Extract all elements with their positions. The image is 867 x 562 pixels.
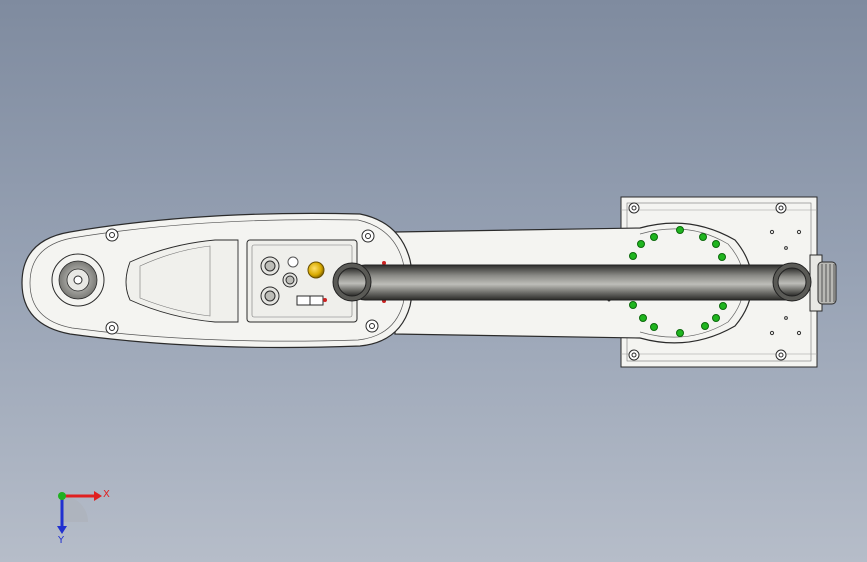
base-connector[interactable]: [809, 254, 837, 312]
origin-icon: [58, 492, 66, 500]
axis-triad: X Y: [57, 489, 110, 544]
x-axis-label: X: [103, 489, 110, 500]
mounting-hole-icon: [628, 349, 640, 361]
mounting-hole-icon: [775, 349, 787, 361]
yellow-knob-icon[interactable]: [307, 261, 325, 279]
mounting-hole-icon: [775, 202, 787, 214]
x-axis-arrow-icon: [62, 491, 102, 501]
screw-icon: [361, 229, 375, 243]
port-connector-icon[interactable]: [260, 286, 280, 306]
y-axis-label: Y: [57, 535, 65, 544]
screw-icon: [105, 228, 119, 242]
switch-icon[interactable]: [296, 295, 324, 306]
port-connector-icon[interactable]: [260, 256, 280, 276]
screw-icon: [365, 319, 379, 333]
mounting-hole-icon: [628, 202, 640, 214]
y-axis-arrow-icon: [57, 496, 67, 534]
port-connector-icon[interactable]: [282, 272, 298, 288]
cable-tube[interactable]: [332, 262, 812, 302]
end-effector-shaft[interactable]: [51, 253, 105, 307]
screw-icon: [105, 321, 119, 335]
joint-1-bolt-circle: [629, 226, 727, 337]
